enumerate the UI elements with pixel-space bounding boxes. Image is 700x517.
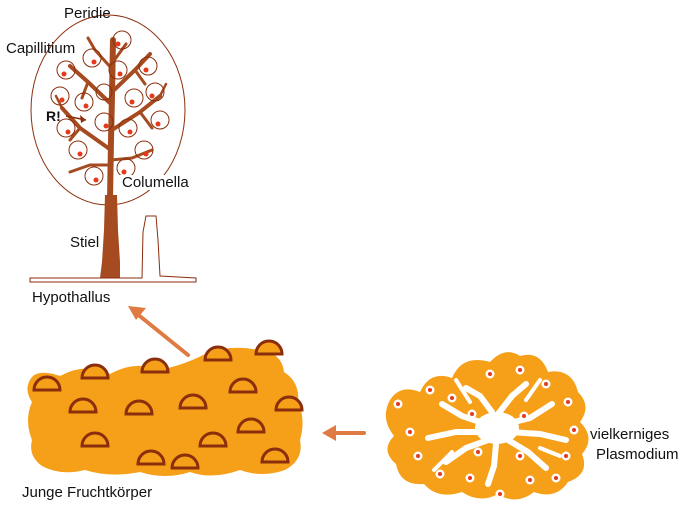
plasmodium-nucleus-dots: [396, 368, 576, 496]
label-hypothallus: Hypothallus: [32, 289, 111, 306]
label-plasmodium-line2: Plasmodium: [596, 446, 679, 463]
label-peridie: Peridie: [64, 5, 111, 22]
plasmodium-channels: [425, 378, 569, 487]
stalk: [100, 195, 120, 278]
label-stiel: Stiel: [70, 234, 100, 251]
label-columella: Columella: [120, 174, 191, 191]
spore-nuclei: [59, 41, 161, 183]
mature-sporangium: [29, 14, 197, 283]
label-capillitium: Capillitium: [6, 40, 76, 57]
hypothallus-base: [29, 215, 197, 283]
label-r-mark: R!: [46, 108, 61, 124]
plasmodium: [385, 352, 589, 500]
label-junge-fruchtkoerper: Junge Fruchtkörper: [22, 484, 153, 501]
young-fruitbody-domes: [32, 339, 304, 470]
plasmodium-center: [475, 412, 519, 444]
label-plasmodium-line1: vielkerniges: [590, 426, 670, 443]
young-fruiting-bodies: [27, 339, 304, 476]
r-arrow-head: [80, 115, 86, 123]
arrow-to-young-fruitbodies: [322, 425, 366, 441]
arrow-to-sporangium: [128, 306, 190, 357]
